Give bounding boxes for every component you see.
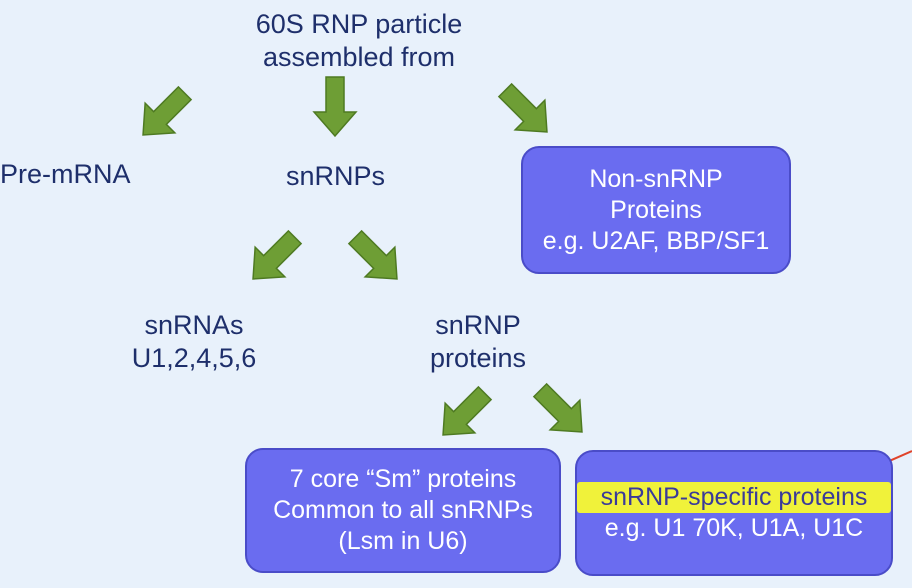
arrow-to-snrnas xyxy=(237,221,311,295)
snrnas-line-2: U1,2,4,5,6 xyxy=(131,343,257,373)
snrnas-line-1: snRNAs xyxy=(144,310,244,340)
node-snrnas: snRNAs U1,2,4,5,6 xyxy=(114,309,274,375)
snrnp-proteins-line-1: snRNP xyxy=(435,310,521,340)
title-line-1: 60S RNP particle xyxy=(255,9,463,39)
arrow-to-non-snrnp xyxy=(489,74,563,148)
arrow-to-snrnp-proteins xyxy=(339,221,413,295)
non-snrnp-line-2: Proteins xyxy=(610,195,702,224)
title-line-2: assembled from xyxy=(262,42,456,72)
arrow-to-core-sm xyxy=(427,377,501,451)
specific-line-2: e.g. U1 70K, U1A, U1C xyxy=(604,514,864,542)
arrow-to-snrnps xyxy=(313,76,357,137)
node-snrnp-proteins: snRNP proteins xyxy=(408,309,548,375)
core-sm-line-3: (Lsm in U6) xyxy=(338,527,468,555)
core-sm-line-2: Common to all snRNPs xyxy=(273,496,533,524)
arrow-to-pre-mrna xyxy=(127,77,201,151)
non-snrnp-line-3: e.g. U2AF, BBP/SF1 xyxy=(542,226,770,255)
node-snrnp-specific-proteins: snRNP-specific proteins e.g. U1 70K, U1A… xyxy=(575,450,893,576)
snrnp-proteins-line-2: proteins xyxy=(429,343,527,373)
arrow-to-specific xyxy=(524,374,598,448)
node-core-sm-proteins: 7 core “Sm” proteins Common to all snRNP… xyxy=(245,448,561,573)
core-sm-line-1: 7 core “Sm” proteins xyxy=(289,465,517,493)
diagram-title: 60S RNP particle assembled from xyxy=(229,8,489,74)
non-snrnp-line-1: Non-snRNP xyxy=(589,164,723,193)
node-pre-mrna: Pre-mRNA xyxy=(0,159,131,189)
node-non-snrnp-proteins: Non-snRNP Proteins e.g. U2AF, BBP/SF1 xyxy=(521,146,791,274)
node-snrnps: snRNPs xyxy=(286,161,386,191)
specific-line-1-highlighted: snRNP-specific proteins xyxy=(577,482,891,513)
